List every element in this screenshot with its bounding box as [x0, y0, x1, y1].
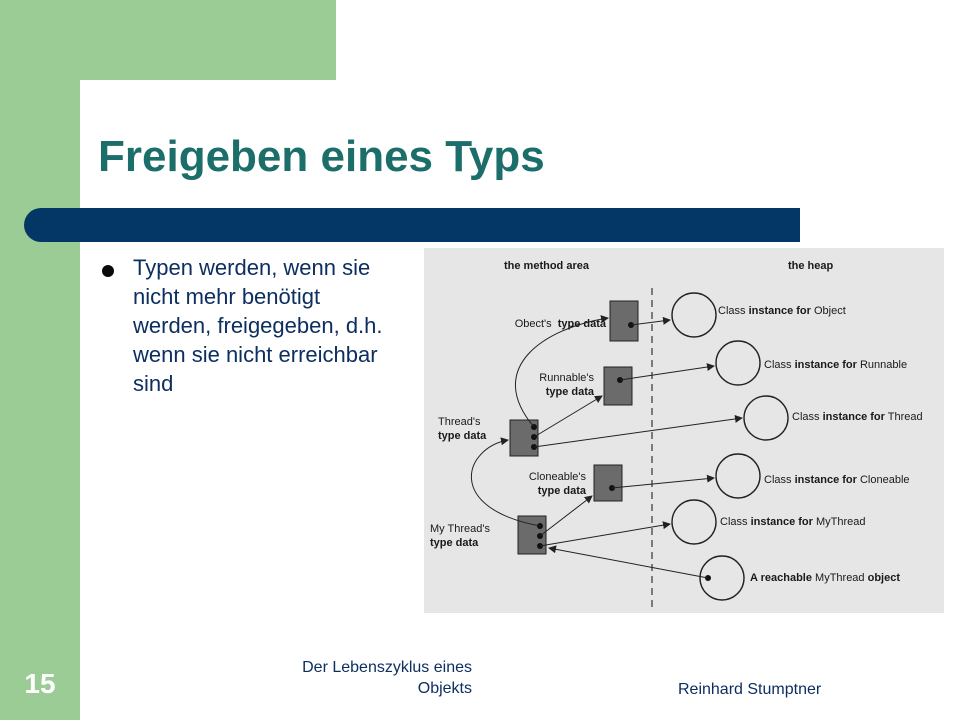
svg-text:Class instance for Cloneable: Class instance for Cloneable: [764, 474, 910, 486]
svg-text:Obect's type data: Obect's type data: [515, 318, 607, 330]
heap-circle-runnable: [715, 340, 761, 386]
footer-author: Reinhard Stumptner: [678, 681, 822, 698]
title-underline-bar: [24, 208, 800, 242]
heap-circle-cloneable: [715, 453, 761, 499]
type-data-box-cloneable: [593, 464, 623, 502]
type-data-label-runnable-1: Runnable's: [539, 372, 594, 384]
type-data-box-runnable: [603, 366, 633, 406]
method-area-header: the method area: [504, 260, 590, 272]
slide-frame-top: [0, 0, 336, 80]
heap-header: the heap: [788, 260, 834, 272]
heap-circle-thread: [743, 395, 789, 441]
type-data-label-thread-2: type data: [438, 430, 487, 442]
slide-frame-left: [0, 0, 80, 720]
type-data-label-mythread-2: type data: [430, 537, 479, 549]
footer-title-line1: Der Lebenszyklus eines: [302, 659, 472, 676]
type-data-box-object: [609, 300, 639, 342]
svg-text:Class instance for Thread: Class instance for Thread: [792, 411, 923, 423]
footer-title-line2: Objekts: [417, 680, 472, 697]
type-data-label-cloneable-1: Cloneable's: [529, 471, 587, 483]
svg-text:A reachable MyThread object: A reachable MyThread object: [750, 572, 900, 584]
heap-circle-reachable-object: [699, 555, 745, 601]
type-data-label-object-1: Obect's: [515, 318, 552, 330]
footer-title: Der Lebenszyklus eines Objekts: [260, 657, 472, 699]
heap-circle-mythread: [671, 499, 717, 545]
bullet-text: Typen werden, wenn sie nicht mehr benöti…: [133, 255, 383, 396]
svg-text:Class instance for Object: Class instance for Object: [718, 305, 846, 317]
type-data-label-cloneable-2: type data: [538, 485, 587, 497]
slide-number: 15: [24, 668, 56, 699]
heap-circle-object: [671, 292, 717, 338]
method-area-heap-diagram: the method area the heap Obect's type da…: [424, 248, 944, 613]
type-data-label-mythread-1: My Thread's: [430, 523, 490, 535]
slide-title: Freigeben eines Typs: [98, 132, 545, 181]
svg-text:Class instance for MyThread: Class instance for MyThread: [720, 516, 866, 528]
type-data-label-thread-1: Thread's: [438, 416, 481, 428]
bullet-icon: [102, 265, 114, 277]
svg-text:Class instance for Runnable: Class instance for Runnable: [764, 359, 907, 371]
type-data-label-runnable-2: type data: [546, 386, 595, 398]
